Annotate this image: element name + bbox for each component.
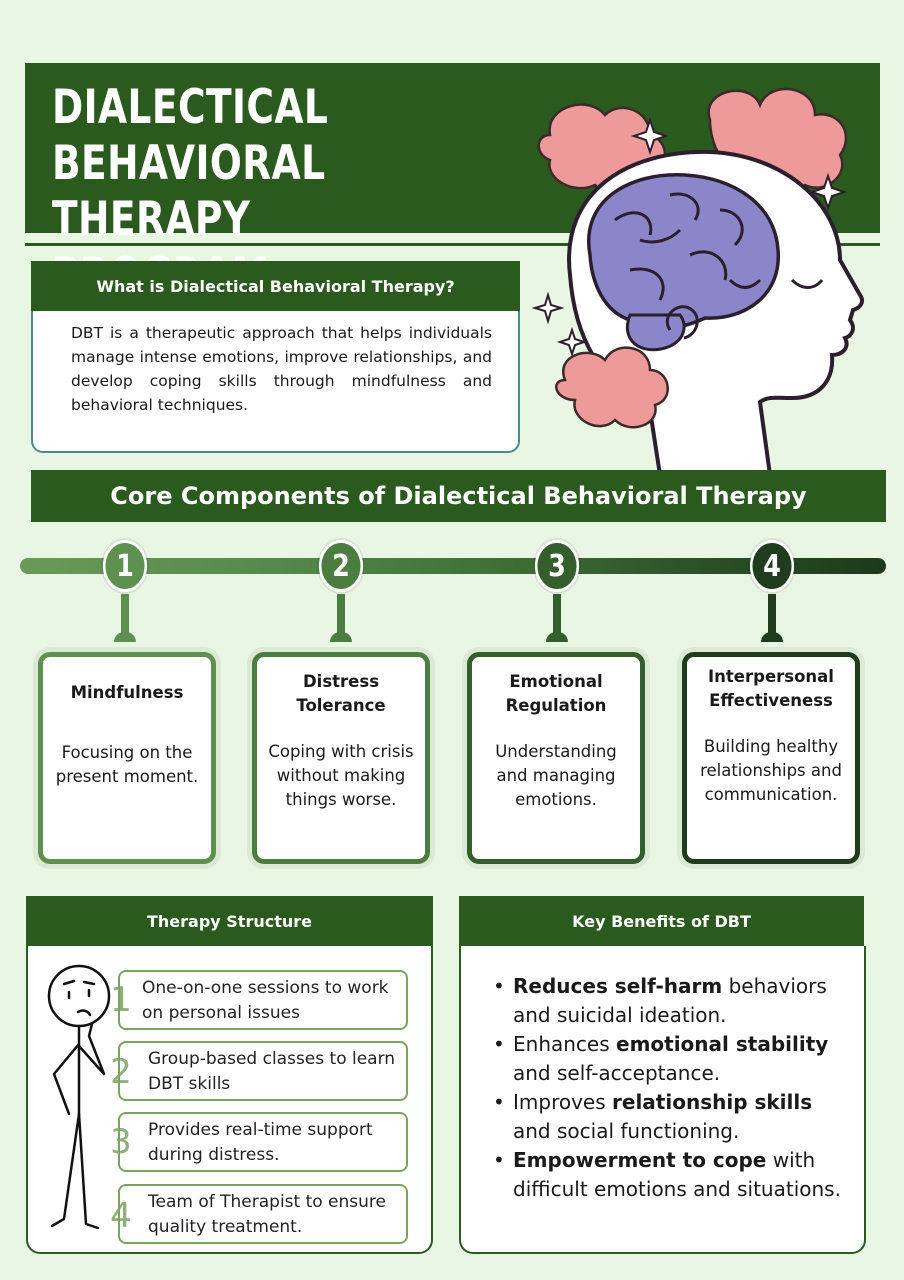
therapy-structure-heading: Therapy Structure bbox=[26, 896, 433, 946]
step-connector bbox=[114, 594, 136, 642]
card-title: Emotional Regulation bbox=[505, 672, 607, 715]
structure-item: Provides real-time support during distre… bbox=[118, 1112, 408, 1172]
card-title: Interpersonal Effectiveness bbox=[708, 667, 834, 710]
core-components-heading: Core Components of Dialectical Behaviora… bbox=[31, 470, 886, 522]
card-description: Coping with crisis without making things… bbox=[268, 742, 414, 809]
closed-eye-icon bbox=[790, 278, 824, 289]
what-is-dbt-heading: What is Dialectical Behavioral Therapy? bbox=[31, 261, 520, 311]
benefit-item: Reduces self-harm behaviors and suicidal… bbox=[491, 972, 854, 1030]
key-benefits-panel: Reduces self-harm behaviors and suicidal… bbox=[459, 946, 866, 1254]
step-connector bbox=[546, 594, 568, 642]
title-divider bbox=[25, 243, 880, 246]
thinking-person-icon bbox=[47, 964, 111, 1230]
card-description: Understanding and managing emotions. bbox=[495, 742, 617, 809]
step-badge-1: 1 bbox=[102, 540, 148, 592]
timeline-bar bbox=[20, 558, 886, 574]
structure-item: Team of Therapist to ensure quality trea… bbox=[118, 1184, 408, 1244]
component-card-distress-tolerance: Distress Tolerance Coping with crisis wi… bbox=[252, 652, 430, 864]
step-connector bbox=[330, 594, 352, 642]
cloud-icon bbox=[555, 346, 669, 429]
step-badge-2: 2 bbox=[318, 540, 364, 592]
sparkle-icon bbox=[531, 116, 848, 358]
key-benefits-heading: Key Benefits of DBT bbox=[459, 896, 864, 946]
step-badge-3: 3 bbox=[534, 540, 580, 592]
structure-number: 1 bbox=[110, 980, 132, 1020]
card-description: Building healthy relationships and commu… bbox=[700, 737, 842, 804]
structure-item: Group-based classes to learn DBT skills bbox=[118, 1041, 408, 1101]
ear-icon bbox=[666, 305, 699, 340]
brain-icon bbox=[586, 173, 780, 352]
what-is-dbt-body: DBT is a therapeutic approach that helps… bbox=[31, 311, 520, 453]
benefit-item: Enhances emotional stability and self-ac… bbox=[491, 1030, 854, 1088]
card-title: Distress Tolerance bbox=[296, 672, 386, 715]
structure-number: 3 bbox=[110, 1122, 132, 1162]
step-connector bbox=[761, 594, 783, 642]
component-card-mindfulness: Mindfulness Focusing on the present mome… bbox=[38, 652, 216, 864]
card-title: Mindfulness bbox=[70, 683, 184, 702]
component-card-emotional-regulation: Emotional Regulation Understanding and m… bbox=[467, 652, 645, 864]
structure-item: One-on-one sessions to work on personal … bbox=[118, 970, 408, 1030]
head-brain-illustration bbox=[531, 87, 864, 475]
structure-number: 4 bbox=[110, 1196, 132, 1236]
step-badge-4: 4 bbox=[749, 540, 795, 592]
card-description: Focusing on the present moment. bbox=[55, 743, 199, 786]
component-card-interpersonal-effectiveness: Interpersonal Effectiveness Building hea… bbox=[682, 652, 860, 864]
benefit-item: Empowerment to cope with difficult emoti… bbox=[491, 1146, 854, 1204]
structure-number: 2 bbox=[110, 1052, 132, 1092]
benefit-item: Improves relationship skills and social … bbox=[491, 1088, 854, 1146]
